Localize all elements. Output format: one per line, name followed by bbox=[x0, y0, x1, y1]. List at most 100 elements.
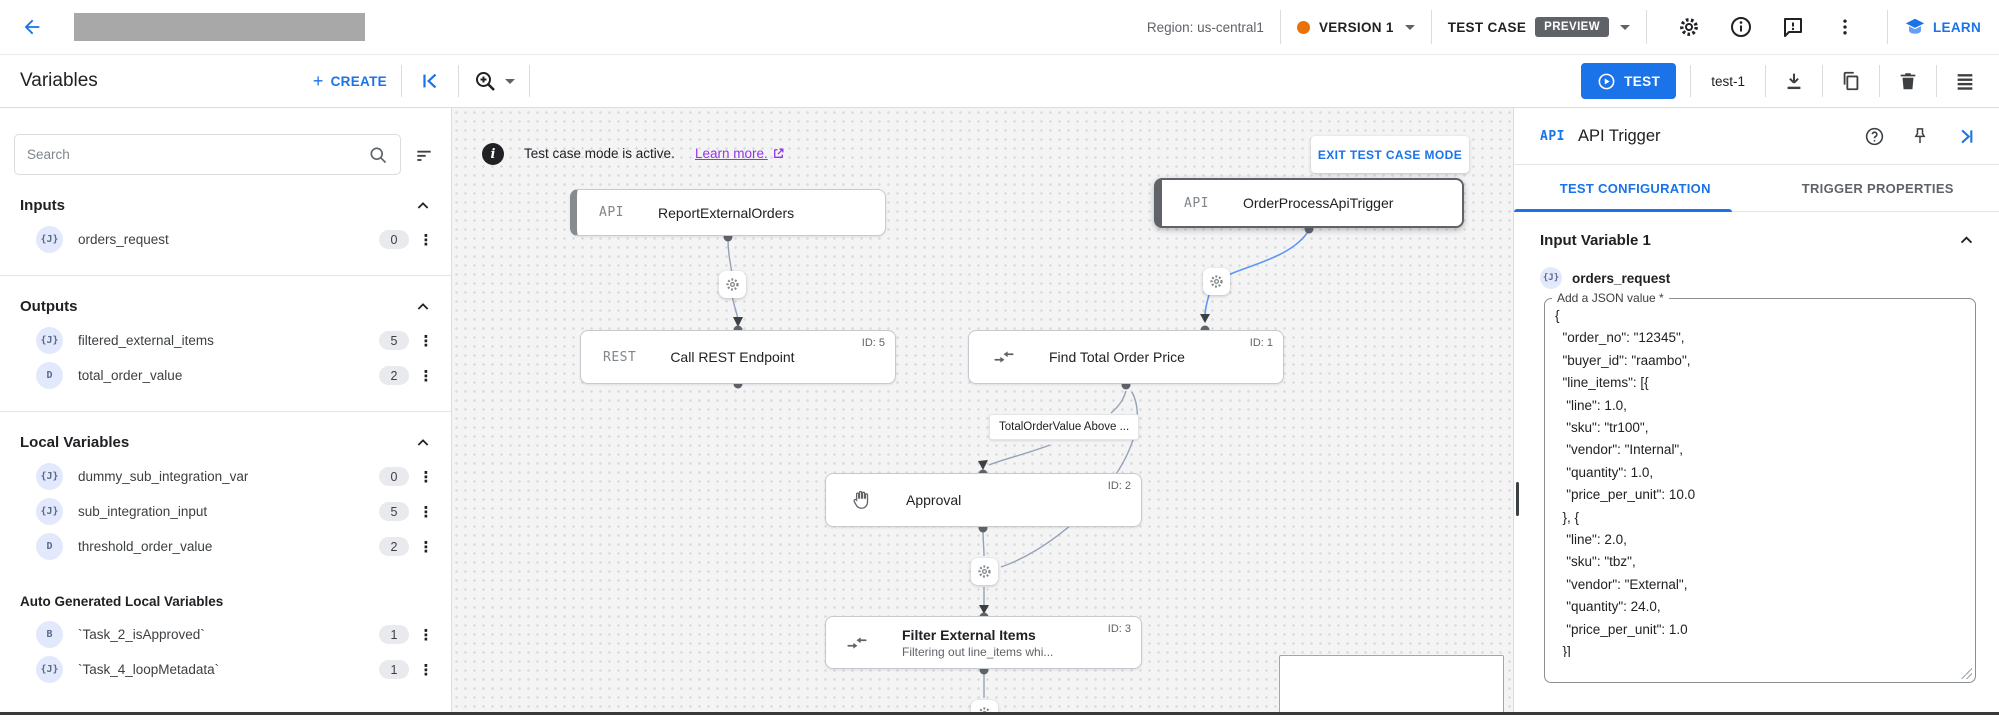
sort-icon[interactable] bbox=[409, 140, 439, 170]
region-label: Region: us-central1 bbox=[1146, 19, 1264, 35]
redacted-title-block bbox=[74, 13, 365, 41]
more-vert-icon[interactable]: ⋮ bbox=[418, 537, 434, 556]
collapse-panel-icon[interactable] bbox=[416, 67, 444, 95]
json-type-icon: {J} bbox=[36, 463, 63, 490]
learn-button[interactable]: LEARN bbox=[1904, 16, 1981, 38]
json-type-icon: {J} bbox=[36, 498, 63, 525]
back-arrow-icon[interactable] bbox=[18, 13, 46, 41]
exit-test-case-mode-button[interactable]: EXIT TEST CASE MODE bbox=[1311, 136, 1469, 173]
version-dropdown[interactable]: VERSION 1 bbox=[1296, 19, 1415, 35]
usage-count-badge: 5 bbox=[379, 502, 409, 521]
node-approval[interactable]: Approval ID: 2 bbox=[825, 473, 1142, 527]
variable-row[interactable]: D threshold_order_value 2 ⋮ bbox=[0, 529, 451, 564]
more-vert-icon[interactable]: ⋮ bbox=[418, 467, 434, 486]
divider bbox=[1822, 65, 1823, 97]
resize-handle[interactable] bbox=[1961, 668, 1972, 679]
integration-canvas[interactable]: i Test case mode is active. Learn more. … bbox=[452, 108, 1513, 715]
section-auto-generated-header: Auto Generated Local Variables bbox=[20, 594, 224, 609]
usage-count-badge: 0 bbox=[379, 230, 409, 249]
test-case-dropdown[interactable]: TEST CASE PREVIEW bbox=[1448, 17, 1630, 37]
create-variable-button[interactable]: + CREATE bbox=[313, 72, 387, 90]
more-vert-icon[interactable]: ⋮ bbox=[418, 625, 434, 644]
test-button[interactable]: TEST bbox=[1581, 63, 1677, 99]
more-vert-icon[interactable]: ⋮ bbox=[418, 230, 434, 249]
delete-trash-icon[interactable] bbox=[1894, 67, 1922, 95]
chevron-up-icon bbox=[1960, 236, 1973, 244]
test-case-name[interactable]: test-1 bbox=[1711, 73, 1745, 89]
edge-gear-icon[interactable] bbox=[971, 558, 998, 585]
edge-condition-label[interactable]: TotalOrderValue Above ... bbox=[989, 414, 1140, 440]
input-variable-section-header[interactable]: Input Variable 1 bbox=[1540, 232, 1975, 249]
variable-row[interactable]: {J} filtered_external_items 5 ⋮ bbox=[0, 323, 451, 358]
panel-tabs: TEST CONFIGURATION TRIGGER PROPERTIES bbox=[1514, 165, 1999, 212]
more-vert-icon[interactable] bbox=[1832, 14, 1858, 40]
more-vert-icon[interactable]: ⋮ bbox=[418, 366, 434, 385]
section-outputs-header[interactable]: Outputs bbox=[0, 298, 451, 315]
tab-trigger-properties[interactable]: TRIGGER PROPERTIES bbox=[1801, 180, 1954, 196]
chevron-up-icon bbox=[417, 438, 429, 446]
chevron-down-icon bbox=[1620, 24, 1630, 30]
more-vert-icon[interactable]: ⋮ bbox=[418, 660, 434, 679]
version-label: VERSION 1 bbox=[1318, 19, 1394, 35]
zoom-in-icon bbox=[475, 72, 495, 91]
external-link-icon bbox=[773, 148, 784, 158]
chevron-up-icon bbox=[417, 201, 429, 209]
tab-test-configuration[interactable]: TEST CONFIGURATION bbox=[1514, 165, 1757, 212]
panel-header: API API Trigger bbox=[1514, 108, 1999, 165]
section-local-variables-header[interactable]: Local Variables bbox=[0, 434, 451, 451]
json-value-textarea[interactable]: { "order_no": "12345", "buyer_id": "raam… bbox=[1555, 308, 1696, 657]
more-vert-icon[interactable]: ⋮ bbox=[418, 331, 434, 350]
selection-note-box[interactable] bbox=[1279, 655, 1504, 715]
double-type-icon: D bbox=[36, 533, 63, 560]
divider bbox=[1765, 65, 1766, 97]
usage-count-badge: 0 bbox=[379, 467, 409, 486]
node-find-total-order-price[interactable]: Find Total Order Price ID: 1 bbox=[968, 330, 1284, 384]
menu-list-icon[interactable] bbox=[1951, 67, 1979, 95]
rest-type-chip: REST bbox=[603, 349, 637, 365]
search-input[interactable] bbox=[27, 147, 368, 162]
node-filter-external-items[interactable]: Filter External Items Filtering out line… bbox=[825, 616, 1142, 669]
variable-row[interactable]: B `Task_2_isApproved` 1 ⋮ bbox=[0, 617, 451, 652]
feedback-icon[interactable] bbox=[1780, 14, 1806, 40]
settings-gear-icon[interactable] bbox=[1676, 14, 1702, 40]
pin-icon[interactable] bbox=[1909, 125, 1931, 147]
info-icon[interactable] bbox=[1728, 14, 1754, 40]
json-type-icon: {J} bbox=[36, 226, 63, 253]
divider bbox=[1279, 10, 1281, 44]
double-type-icon: D bbox=[36, 362, 63, 389]
top-app-bar: Region: us-central1 VERSION 1 TEST CASE … bbox=[0, 0, 1999, 55]
node-call-rest-endpoint[interactable]: REST Call REST Endpoint ID: 5 bbox=[580, 330, 896, 384]
json-value-field: Add a JSON value * { "order_no": "12345"… bbox=[1544, 291, 1976, 683]
panel-variable-row: {J} orders_request bbox=[1540, 267, 1975, 289]
variable-row[interactable]: D total_order_value 2 ⋮ bbox=[0, 358, 451, 393]
variable-row[interactable]: {J} dummy_sub_integration_var 0 ⋮ bbox=[0, 459, 451, 494]
divider bbox=[528, 65, 530, 97]
copy-icon[interactable] bbox=[1837, 67, 1865, 95]
toolbar-right-actions: TEST test-1 bbox=[1581, 63, 1979, 99]
chevron-down-icon bbox=[1404, 24, 1415, 30]
learn-more-link[interactable]: Learn more. bbox=[695, 146, 785, 161]
boolean-type-icon: B bbox=[36, 621, 63, 648]
download-icon[interactable] bbox=[1780, 67, 1808, 95]
variable-row[interactable]: {J} `Task_4_loopMetadata` 1 ⋮ bbox=[0, 652, 451, 687]
search-icon bbox=[370, 147, 387, 163]
node-report-external-orders[interactable]: API ReportExternalOrders bbox=[570, 189, 886, 236]
edge-gear-icon[interactable] bbox=[719, 271, 746, 298]
more-vert-icon[interactable]: ⋮ bbox=[418, 502, 434, 521]
edge-gear-icon[interactable] bbox=[1203, 268, 1230, 295]
task-id-label: ID: 1 bbox=[1249, 337, 1273, 349]
usage-count-badge: 1 bbox=[379, 660, 409, 679]
search-box bbox=[14, 134, 401, 175]
section-inputs-header[interactable]: Inputs bbox=[0, 197, 451, 214]
panel-scroll-indicator[interactable] bbox=[1516, 482, 1519, 516]
divider bbox=[0, 275, 451, 276]
variable-row[interactable]: {J} sub_integration_input 5 ⋮ bbox=[0, 494, 451, 529]
usage-count-badge: 5 bbox=[379, 331, 409, 350]
help-icon[interactable] bbox=[1863, 125, 1885, 147]
secondary-toolbar: Variables + CREATE TEST bbox=[0, 55, 1999, 108]
node-order-process-api-trigger[interactable]: API OrderProcessApiTrigger bbox=[1154, 178, 1464, 228]
plus-icon: + bbox=[312, 71, 324, 91]
collapse-right-icon[interactable] bbox=[1955, 125, 1977, 147]
variable-row[interactable]: {J} orders_request 0 ⋮ bbox=[0, 222, 451, 257]
zoom-dropdown[interactable] bbox=[473, 69, 515, 93]
